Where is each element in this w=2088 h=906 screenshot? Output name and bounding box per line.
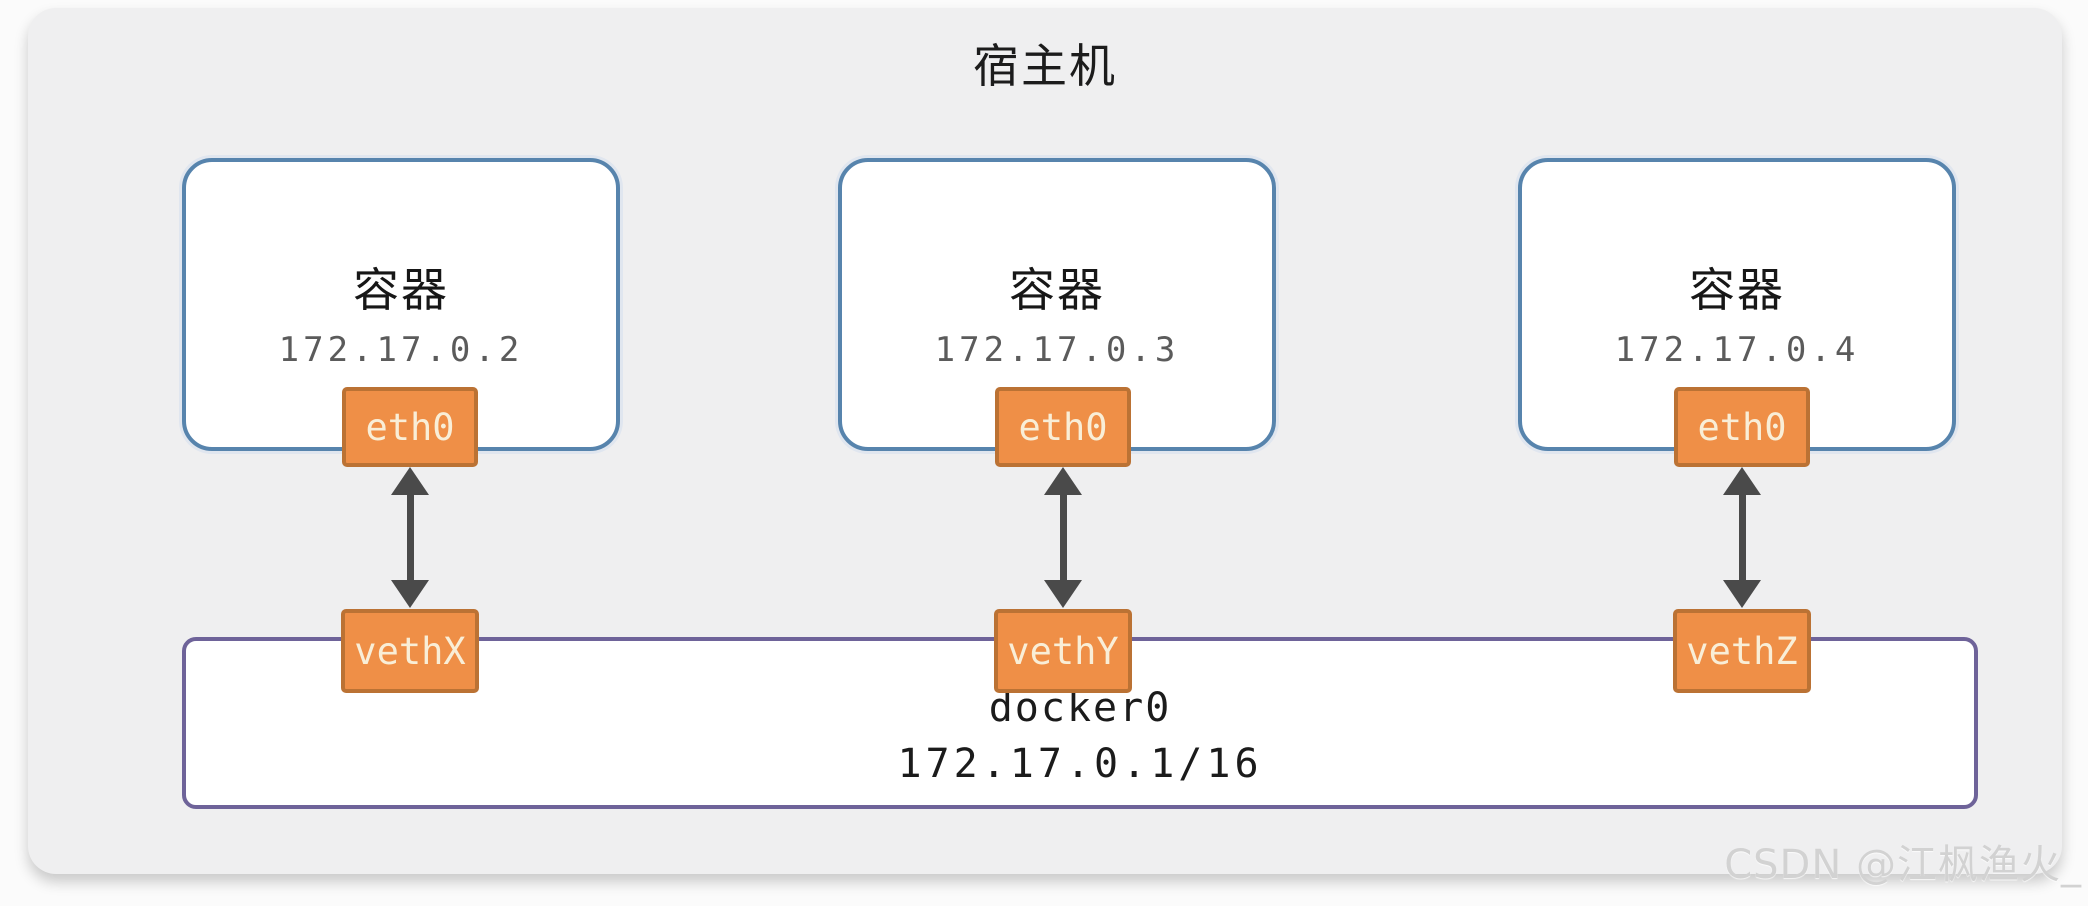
host-title: 宿主机 [973,39,1117,93]
container-ip: 172.17.0.3 [934,330,1180,370]
eth0-box-3: eth0 [1674,387,1810,467]
double-arrow-2 [1043,467,1083,608]
container-label: 容器 [1689,263,1785,317]
container-label: 容器 [1009,263,1105,317]
arrow-shaft [1059,487,1067,588]
double-arrow-1 [390,467,430,608]
arrow-shaft [406,487,414,588]
csdn-watermark: CSDN @江枫渔火_ [1724,842,2082,888]
vethZ-box: vethZ [1673,609,1811,693]
eth0-box-2: eth0 [995,387,1131,467]
double-arrow-3 [1722,467,1762,608]
host-box: 宿主机 容器 172.17.0.2 容器 172.17.0.3 容器 172.1… [28,8,2062,874]
container-label: 容器 [353,263,449,317]
arrow-shaft [1738,487,1746,588]
eth0-box-1: eth0 [342,387,478,467]
vethY-box: vethY [994,609,1132,693]
arrowhead-down-icon [1044,580,1082,608]
vethX-box: vethX [341,609,479,693]
arrowhead-down-icon [391,580,429,608]
bridge-ip: 172.17.0.1/16 [897,741,1263,787]
arrowhead-down-icon [1723,580,1761,608]
container-ip: 172.17.0.4 [1614,330,1860,370]
container-ip: 172.17.0.2 [278,330,524,370]
